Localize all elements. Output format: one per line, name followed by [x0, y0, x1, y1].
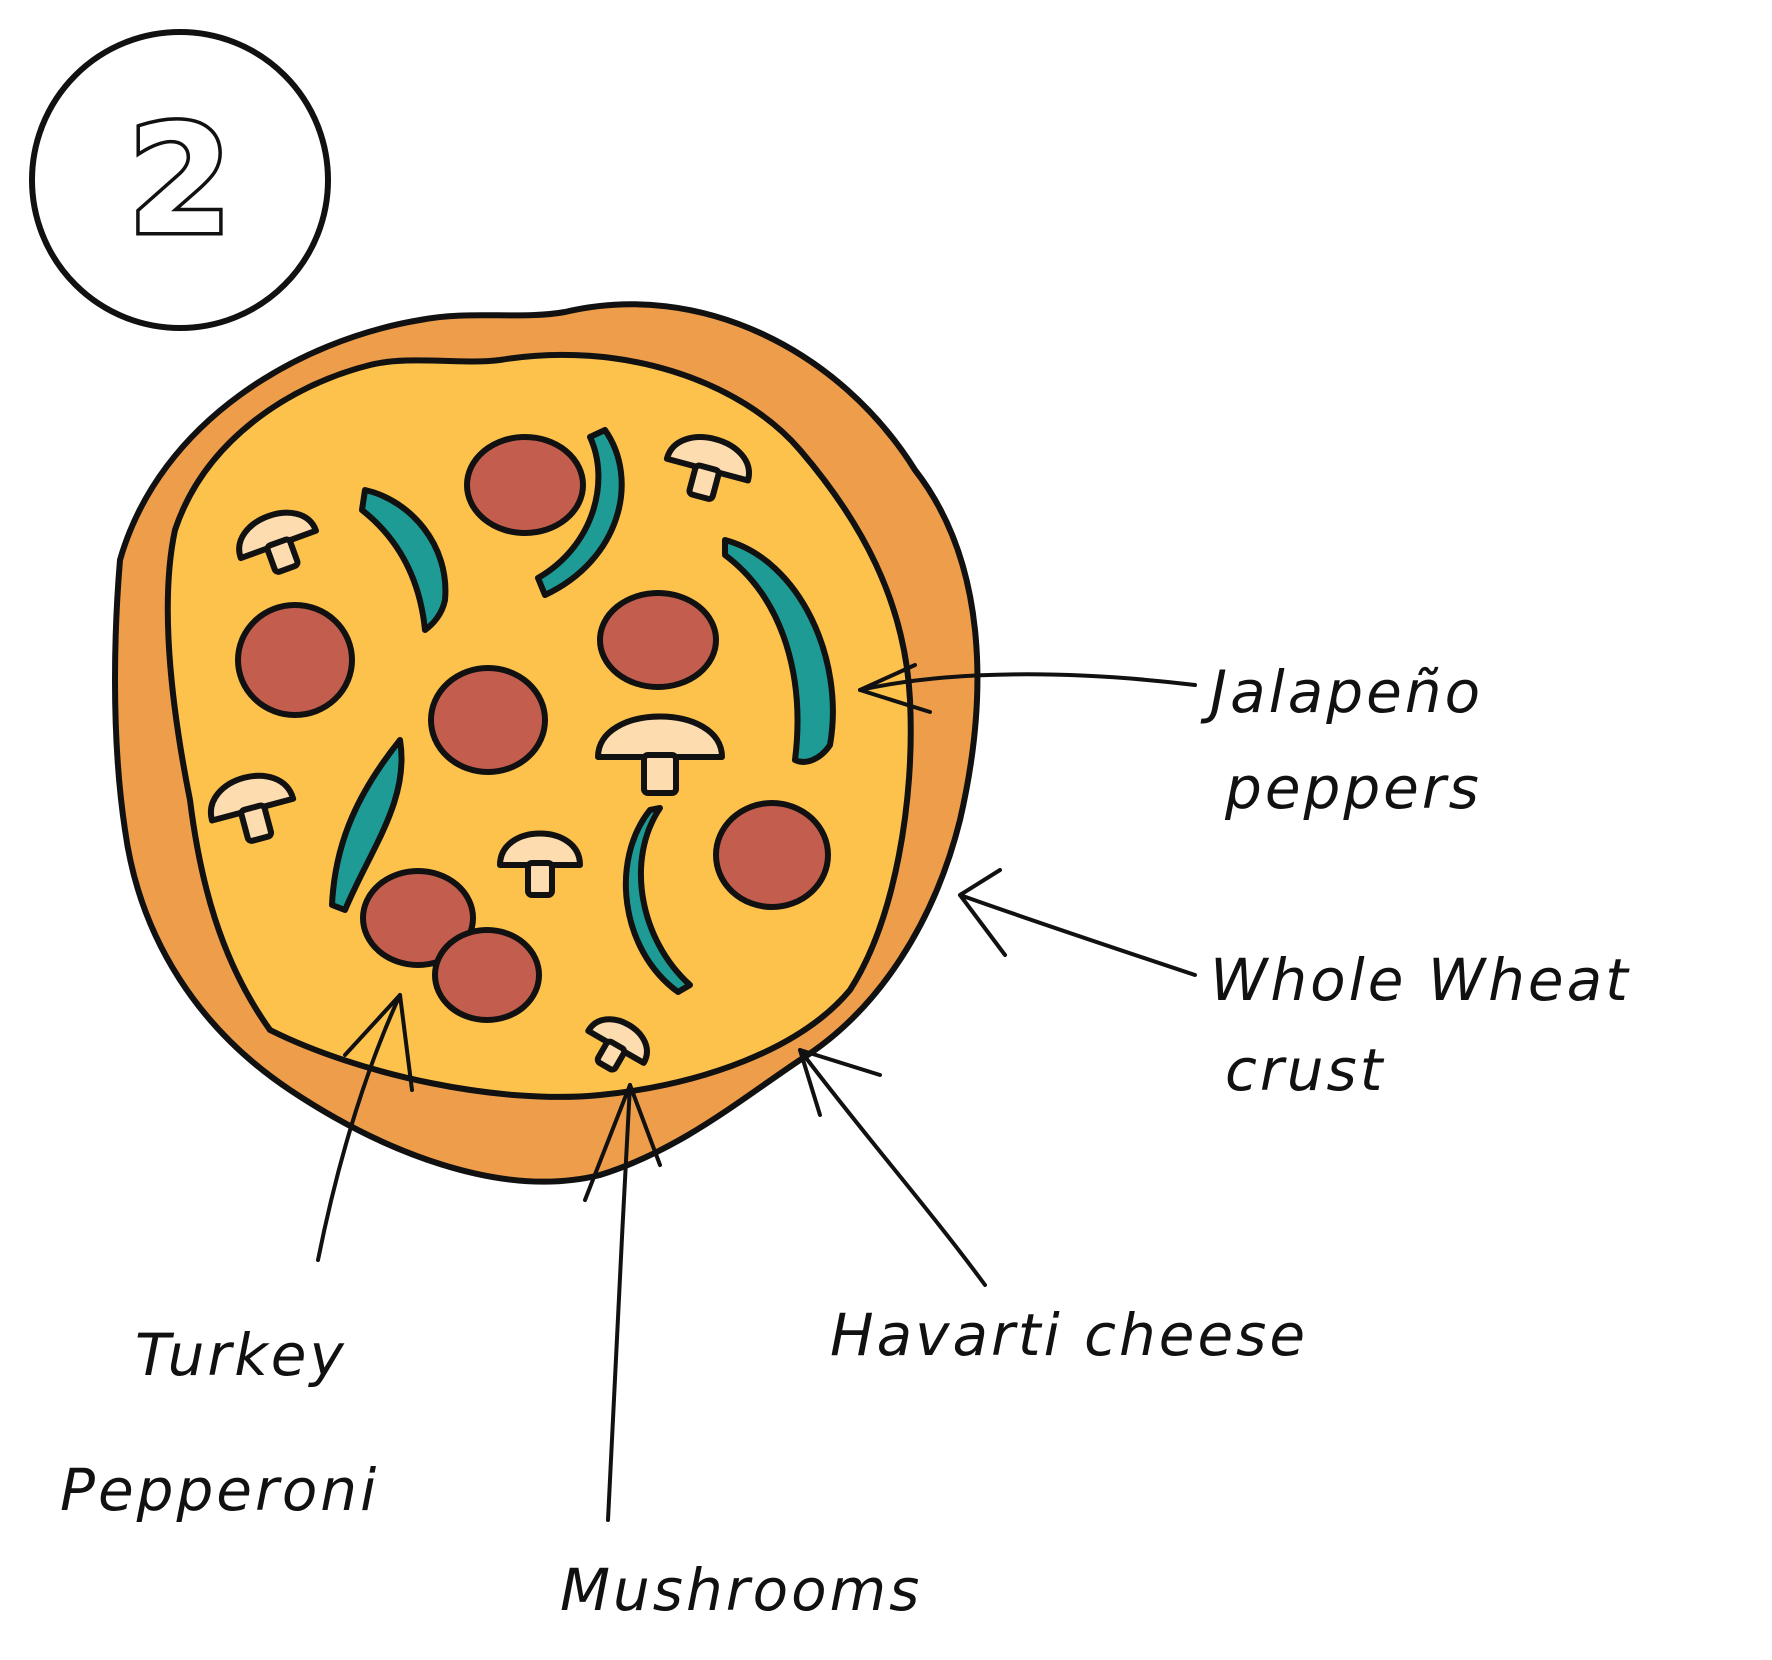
step-badge-circle	[29, 29, 331, 331]
pepperoni-arrow	[316, 993, 414, 1262]
jalapeno-slice	[622, 805, 693, 995]
pepperoni-slice	[360, 868, 476, 968]
jalapeno-arrow	[858, 663, 1197, 714]
mushroom	[497, 830, 583, 898]
step-number: 2	[128, 94, 232, 268]
mushroom	[595, 713, 725, 796]
mushrooms-arrow	[583, 1083, 662, 1522]
label-mushrooms: Mushrooms	[560, 1556, 922, 1624]
label-jalapeno-line2: peppers	[1224, 754, 1482, 822]
jalapeno-slice	[359, 487, 449, 633]
pepperoni-slice	[713, 800, 831, 910]
crust-arrow	[958, 868, 1197, 977]
jalapeno-slice	[329, 737, 405, 913]
mushroom	[585, 1016, 650, 1073]
mushroom	[663, 434, 752, 502]
mushroom	[236, 509, 320, 575]
label-pepperoni-line2: Pepperoni	[60, 1456, 379, 1524]
pepperoni-slice	[432, 927, 542, 1023]
label-crust-line1: Whole Wheat	[1210, 946, 1631, 1014]
turkey-pepperoni-group	[235, 434, 831, 1023]
pepperoni-slice	[235, 602, 355, 718]
mushrooms-group	[207, 434, 752, 1073]
cheese-arrow	[798, 1048, 987, 1287]
labels: Jalapeño peppers Whole Wheat crust Havar…	[60, 658, 1631, 1624]
jalapeno-peppers-group	[329, 427, 836, 995]
label-crust-line2: crust	[1225, 1036, 1385, 1104]
mushroom	[207, 772, 297, 844]
pepperoni-slice	[597, 590, 719, 690]
label-pepperoni-line1: Turkey	[135, 1321, 347, 1389]
arrows	[316, 663, 1197, 1522]
step-badge: 2	[29, 29, 331, 331]
pepperoni-slice	[428, 665, 548, 775]
label-cheese: Havarti cheese	[830, 1301, 1308, 1369]
label-jalapeno-line1: Jalapeño	[1200, 658, 1483, 726]
jalapeno-slice	[722, 537, 836, 765]
pepperoni-slice	[464, 434, 586, 536]
jalapeno-slice	[535, 427, 625, 598]
pizza	[112, 301, 981, 1185]
